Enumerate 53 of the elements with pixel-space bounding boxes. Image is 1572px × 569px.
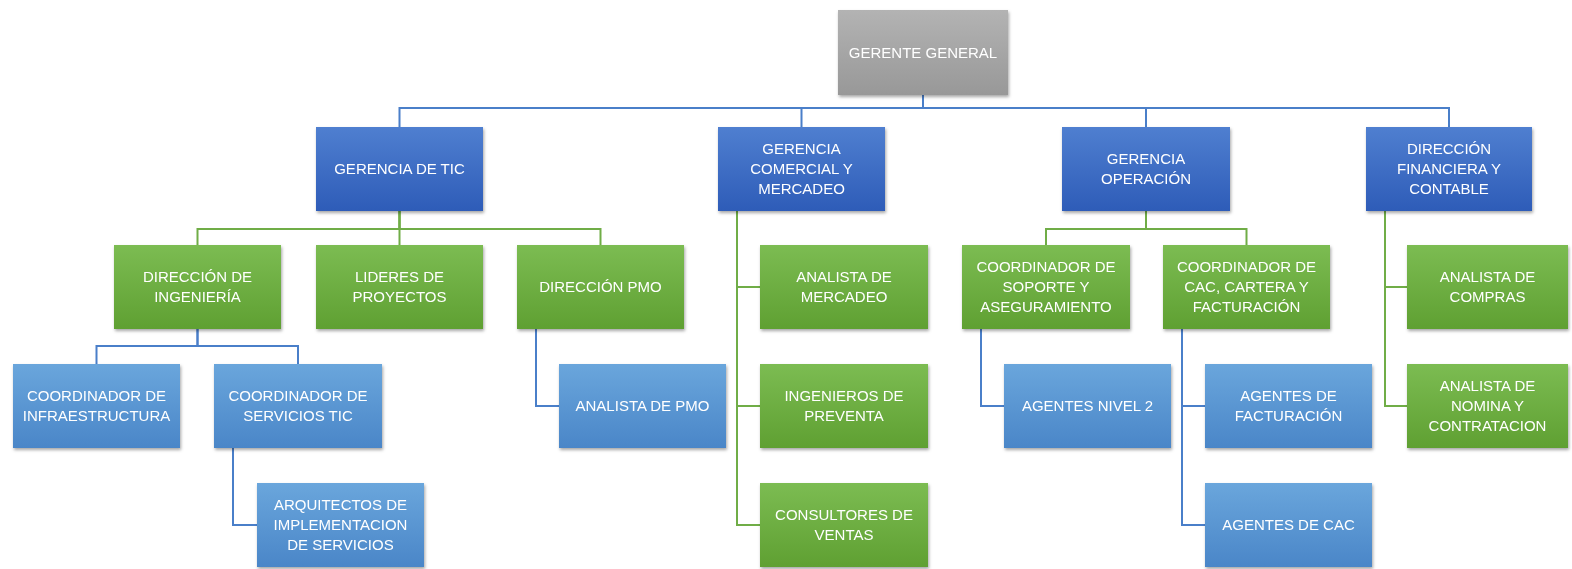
role-label: ARQUITECTOS DE IMPLEMENTACION DE SERVICIOS [272,495,409,555]
org-box [1062,127,1230,211]
org-box [760,483,928,567]
role-label: DIRECCIÓN FINANCIERA Y CONTABLE [1396,139,1502,199]
org-box [1205,364,1372,448]
org-box [517,245,684,329]
connector-line [980,328,1005,407]
org-box [1407,364,1568,448]
org-box [114,245,281,329]
connector-line [196,328,299,365]
connector-line [736,210,761,526]
connector-line [1181,328,1206,526]
org-box [559,364,726,448]
role-label: COORDINADOR DE SOPORTE Y ASEGURAMIENTO [975,257,1117,317]
org-box [316,127,483,211]
role-label: GERENCIA OPERACIÓN [1100,149,1192,189]
org-box [962,245,1130,329]
connector-line [1145,210,1248,246]
org-box [760,245,928,329]
org-box [1004,364,1171,448]
role-label: ANALISTA DE PMO [575,396,710,416]
role-label: GERENCIA COMERCIAL Y MERCADEO [749,139,854,199]
org-box [760,364,928,448]
org-box [316,245,483,329]
role-label: ANALISTA DE COMPRAS [1438,267,1537,307]
role-label: ANALISTA DE NOMINA Y CONTRATACION [1427,376,1548,436]
role-label: AGENTES DE CAC [1222,515,1355,535]
connector-line [232,447,258,526]
role-label: DIRECCIÓN PMO [539,277,662,297]
role-label: COORDINADOR DE SERVICIOS TIC [227,386,369,426]
role-label: COORDINADOR DE INFRAESTRUCTURA [21,386,172,426]
org-box [718,127,885,211]
org-box [1407,245,1568,329]
org-box [214,364,382,448]
role-label: ANALISTA DE MERCADEO [795,267,893,307]
org-box [1366,127,1532,211]
role-label: INGENIEROS DE PREVENTA [783,386,905,426]
connector-line [535,328,560,407]
org-box [257,483,424,567]
role-label: CONSULTORES DE VENTAS [774,505,914,545]
connector-line [398,210,602,246]
role-label: GERENTE GENERAL [848,42,998,63]
role-label: AGENTES NIVEL 2 [1021,396,1154,416]
org-box [838,10,1008,95]
role-label: AGENTES DE FACTURACIÓN [1233,386,1344,426]
role-label: DIRECCIÓN DE INGENIERÍA [141,267,254,307]
role-label: COORDINADOR DE CAC, CARTERA Y FACTURACIÓN [1175,257,1318,317]
org-box [13,364,180,448]
connector-line [1384,210,1408,407]
org-box [1205,483,1372,567]
role-label: GERENCIA DE TIC [334,159,465,179]
org-box [1163,245,1330,329]
role-label: LIDERES DE PROYECTOS [351,267,448,307]
